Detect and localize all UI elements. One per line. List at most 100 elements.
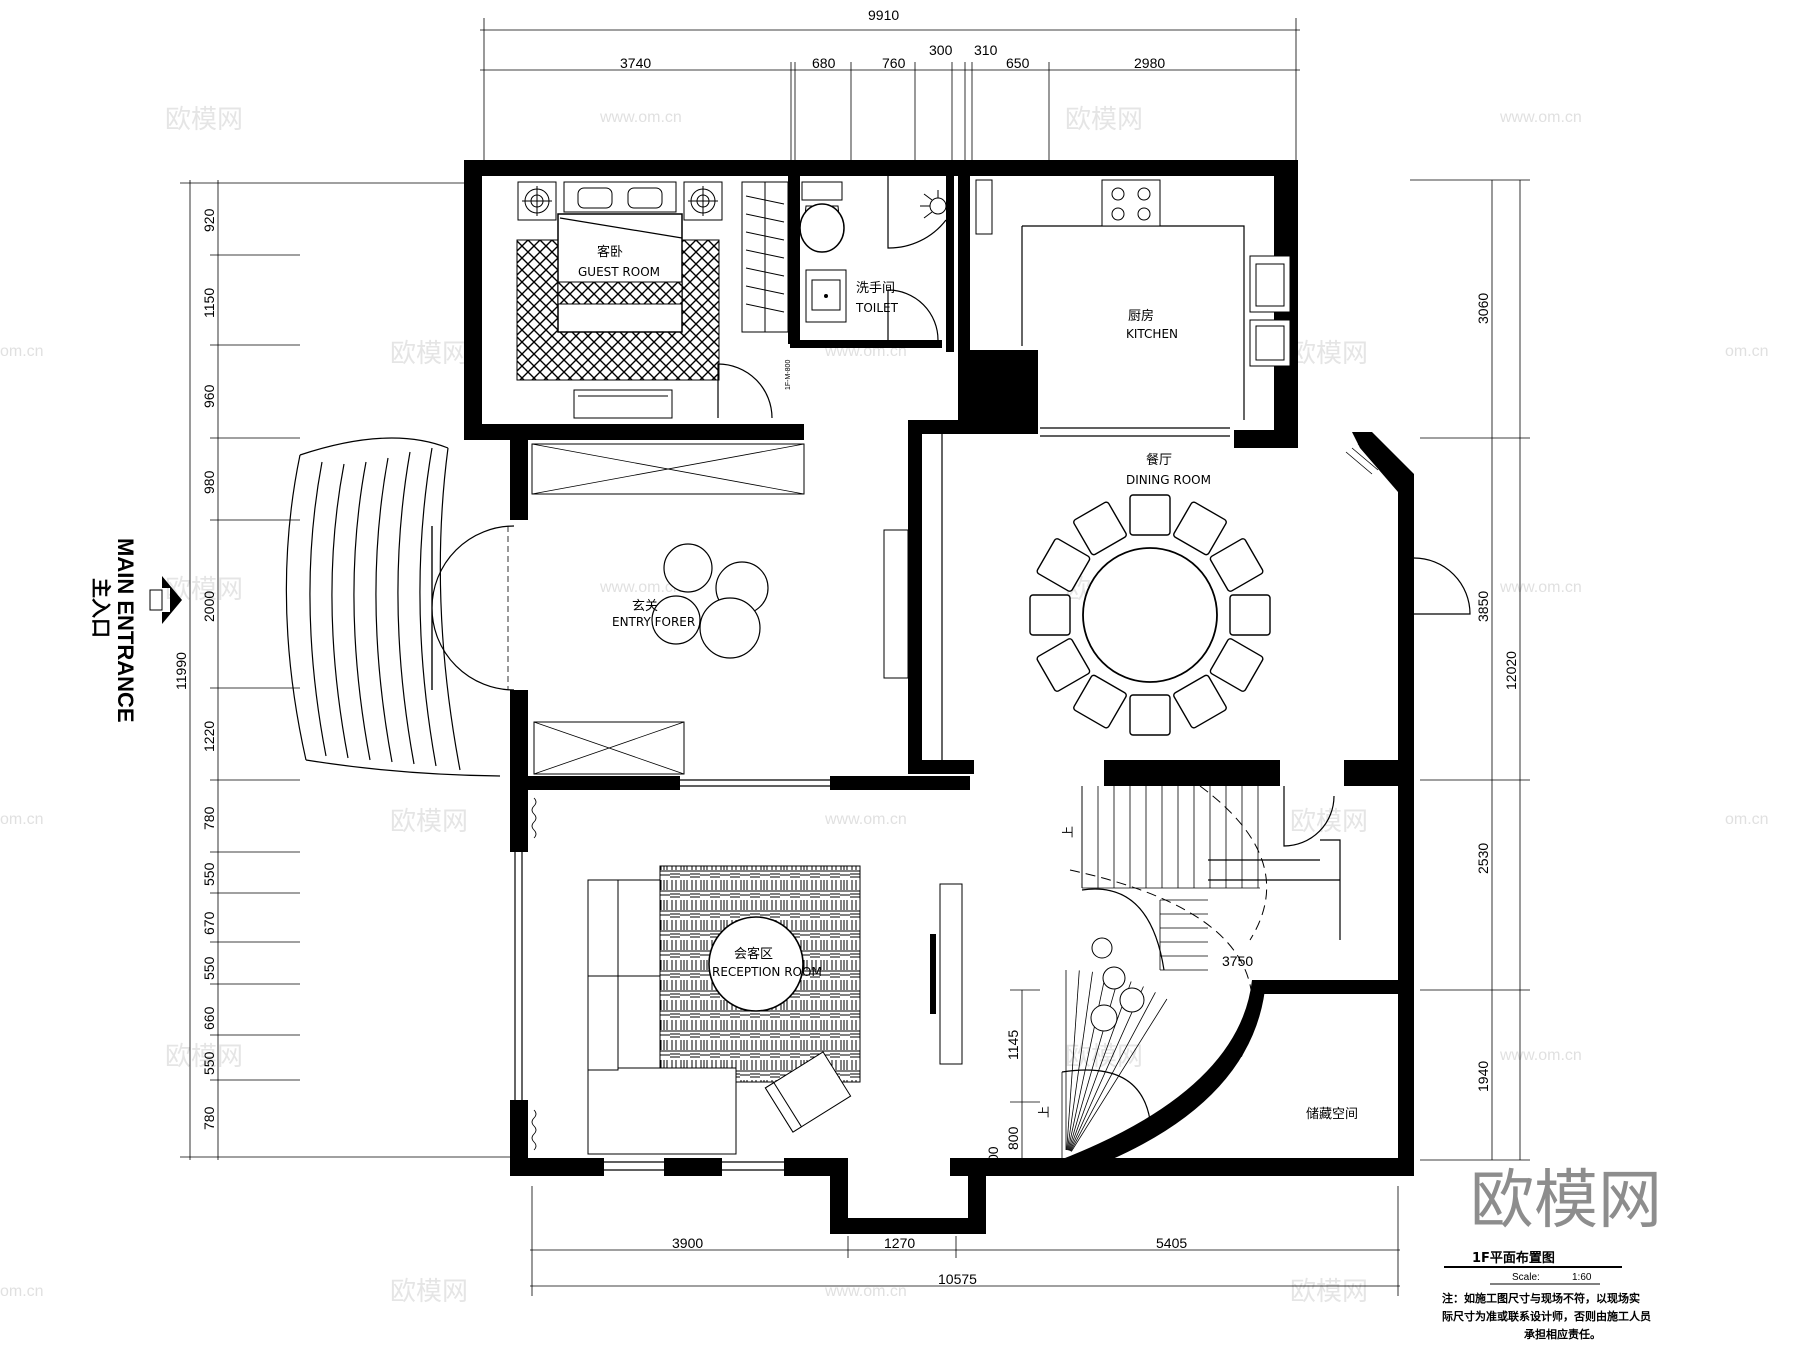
room-label-en: DINING ROOM	[1126, 473, 1211, 487]
dining-chair	[1173, 501, 1227, 556]
storage-room: 储藏空间	[1306, 1107, 1358, 1122]
dining-chair	[1129, 694, 1171, 736]
dim-right: 1940	[1475, 1061, 1491, 1092]
room-label-cn: 会客区	[734, 946, 773, 962]
watermark-text: 欧模网	[390, 807, 468, 837]
dim-top: 760	[882, 55, 906, 71]
dim-top: 3740	[620, 55, 651, 71]
dimension-left: 920 1150 960 980 2000 1220 780 550 670 5…	[173, 180, 520, 1160]
dim-inner: 800	[1005, 1126, 1021, 1150]
dim-top: 650	[1006, 55, 1030, 71]
dim-left: 1150	[201, 288, 217, 318]
dining-chairs	[1029, 494, 1271, 736]
nightstand-lamp-icon	[683, 181, 723, 221]
watermark-text: 欧模网	[1065, 105, 1143, 135]
dim-left: 2000	[201, 591, 217, 622]
dim-left: 960	[201, 384, 217, 408]
door-tag: 1F-M-800	[785, 360, 792, 390]
brand-watermark-large: 欧模网	[1470, 1164, 1662, 1238]
watermark-text: 欧模网	[390, 339, 468, 369]
title-block: 1F平面布置图 Scale: 1:60 注：如施工图尺寸与现场不符，以现场实 际…	[1442, 1250, 1651, 1341]
dining-chair	[1129, 494, 1171, 536]
dim-left: 1220	[201, 721, 217, 752]
dim-left-total: 11990	[173, 652, 189, 690]
watermark-text: 欧模网	[1290, 1277, 1368, 1307]
watermark-url: www.om.cn	[824, 1283, 907, 1300]
gas-stove-icon	[1101, 179, 1161, 227]
room-label-cn: 储藏空间	[1306, 1107, 1358, 1122]
watermark-text: 欧模网	[165, 1042, 243, 1072]
dim-inner: 1145	[1005, 1030, 1021, 1060]
watermark-text: 欧模网	[1290, 807, 1368, 837]
room-label-en: RECEPTION ROOM	[712, 965, 822, 979]
dining-chair	[1036, 538, 1091, 592]
dim-bottom: 3900	[672, 1235, 703, 1251]
dimension-top: 9910 3740 680 760 300 310 650 2980	[480, 7, 1300, 160]
drawing-title: 1F平面布置图	[1472, 1250, 1555, 1266]
entrance-label-en: MAIN ENTRANCE	[113, 538, 138, 723]
shower-icon	[920, 190, 947, 219]
watermark-text: 欧模网	[165, 105, 243, 135]
toilet-room: 洗手间 TOILET 1F-M-750 1F-M-800	[785, 176, 947, 390]
reception-room: 会客区 RECEPTION ROOM	[531, 797, 963, 1155]
room-label-cn: 玄关	[632, 599, 658, 614]
entry-foyer: 玄关 ENTRY FORER	[431, 443, 909, 775]
dim-right-total: 12020	[1503, 651, 1519, 690]
kitchen-room: 厨房 KITCHEN	[975, 179, 1291, 420]
room-label-cn: 餐厅	[1146, 452, 1172, 468]
dim-left: 660	[201, 1006, 217, 1030]
watermark-text: 欧模网	[390, 1277, 468, 1307]
plant-icon	[651, 543, 769, 659]
stair-up-mark: 上	[1037, 1106, 1051, 1118]
watermark-url: www.om.cn	[1499, 1047, 1582, 1064]
scale-label: Scale:	[1512, 1272, 1540, 1283]
kitchen-sink-icon	[1249, 255, 1291, 367]
dining-chair	[1209, 538, 1264, 592]
dim-bottom-total: 10575	[938, 1271, 977, 1287]
entrance-arrow-icon	[162, 576, 182, 624]
room-label-cn: 洗手间	[856, 281, 895, 296]
note-line: 注：如施工图尺寸与现场不符，以现场实	[1442, 1291, 1640, 1305]
watermark-url: www.om.cn	[1499, 579, 1582, 596]
dim-top-total: 9910	[868, 7, 899, 23]
dim-top: 680	[812, 55, 836, 71]
room-label-en: ENTRY FORER	[612, 615, 695, 629]
plant-icon	[1090, 937, 1145, 1032]
main-entrance-marker: MAIN ENTRANCE 主入口	[89, 538, 182, 723]
dim-left: 780	[201, 806, 217, 830]
armchair-icon	[764, 1051, 852, 1133]
dining-chair	[1036, 638, 1091, 692]
dim-stair: 3750	[1222, 953, 1253, 969]
radiator-icon	[1345, 443, 1385, 475]
dim-left: 550	[201, 1051, 217, 1075]
dim-bottom: 5405	[1156, 1235, 1187, 1251]
watermark-url: www.om.cn	[599, 109, 682, 126]
dim-right: 3060	[1475, 293, 1491, 324]
room-label-cn: 厨房	[1128, 308, 1154, 324]
watermark-url: www.om.cn	[1499, 109, 1582, 126]
dining-chair	[1229, 594, 1271, 636]
watermark-text: 欧模网	[1290, 339, 1368, 369]
entry-steps	[285, 437, 501, 777]
dimension-right: 3060 3850 2530 1940 12020	[1410, 179, 1530, 1161]
dim-bottom: 1270	[884, 1235, 915, 1251]
dim-left: 550	[201, 862, 217, 886]
watermark-url: www.om.cn	[599, 579, 682, 596]
dining-chair	[1073, 501, 1127, 556]
dining-chair	[1073, 674, 1127, 729]
dining-chair	[1173, 674, 1227, 729]
dim-right: 3850	[1475, 591, 1491, 622]
watermark-url: om.cn	[0, 343, 44, 360]
dim-left: 780	[201, 1106, 217, 1130]
scale-value: 1:60	[1572, 1272, 1592, 1283]
watermark-url: www.om.cn	[824, 811, 907, 828]
watermark-url: om.cn	[1725, 343, 1769, 360]
dim-inner: 00	[985, 1146, 1001, 1162]
room-label-en: GUEST ROOM	[578, 265, 660, 279]
guest-room: 客卧 GUEST ROOM	[516, 181, 789, 419]
dim-top: 2980	[1134, 55, 1165, 71]
dimension-bottom: 3900 1270 5405 10575	[530, 1186, 1400, 1296]
dining-chair	[1209, 638, 1264, 692]
dimension-inner: 1145 800 00	[985, 989, 1040, 1162]
dim-top: 300	[929, 42, 953, 58]
